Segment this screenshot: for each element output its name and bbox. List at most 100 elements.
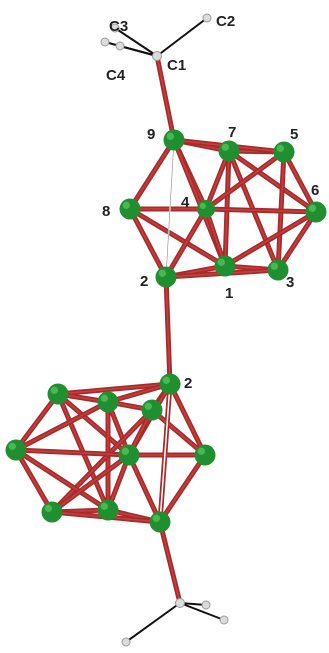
label-b6: 6: [311, 182, 319, 199]
atom-b9-sphere: [163, 129, 185, 151]
bond-b2-b4-shine: [165, 208, 207, 278]
atom-b3: [267, 259, 289, 281]
bond-b7-b6-shine: [228, 150, 317, 213]
label-c1: C1: [167, 57, 186, 74]
bond-lf-li-shine: [159, 454, 206, 523]
atom-b1-sphere: [214, 255, 236, 277]
atom-le-highlight: [121, 447, 129, 456]
atom-l2: [159, 373, 181, 395]
atom-b1: [214, 255, 236, 277]
atom-b9-highlight: [166, 132, 174, 140]
atom-lh-sphere: [97, 499, 119, 521]
bond-b4-b6-shine: [205, 208, 317, 213]
label-c4: C4: [106, 67, 126, 84]
atom-la: [47, 383, 69, 405]
ch-bond-h4b-c1: [104, 41, 158, 57]
bond-lc-lg-shine: [51, 409, 153, 513]
atom-b2-sphere: [155, 266, 177, 288]
labels-layer: C3 C2 C4 C1 9 7 5 6 8 4 2 1 3 2: [102, 13, 319, 392]
label-b2: 2: [140, 273, 148, 290]
bond-le-lg-shine: [51, 454, 130, 513]
atom-lg-highlight: [44, 504, 52, 512]
atom-b2: [155, 266, 177, 288]
atom-c5: [175, 598, 185, 608]
label-c2: C2: [216, 13, 235, 30]
bond-b5-b4-shine: [205, 151, 285, 210]
atom-b5: [273, 141, 295, 163]
atom-b4-highlight: [199, 202, 207, 210]
bond-le-li-shine: [128, 454, 161, 523]
atom-le: [118, 444, 140, 466]
atom-lg-sphere: [41, 501, 63, 523]
atom-b4-sphere: [197, 200, 215, 218]
atoms-layer: [5, 13, 327, 647]
ch-bond-c1-h3: [114, 27, 158, 57]
label-b7: 7: [228, 124, 236, 141]
bond-b2-b8-shine: [129, 208, 167, 278]
atom-ld: [5, 439, 27, 461]
bond-lc-lf-shine: [151, 409, 206, 456]
atom-lb-sphere: [97, 391, 119, 413]
label-b1: 1: [225, 285, 233, 302]
atom-ld-highlight: [8, 442, 16, 451]
ch-bond-c5-h5: [125, 602, 181, 643]
atom-le-sphere: [118, 444, 140, 466]
atom-b5-highlight: [276, 144, 285, 152]
bond-b8-b1-shine: [129, 208, 226, 267]
bond-l2-la-shine: [57, 383, 171, 395]
bond-b6-b3-shine: [277, 211, 317, 271]
atom-b7-highlight: [221, 143, 229, 151]
atom-la-highlight: [50, 386, 58, 395]
label-b4: 4: [181, 194, 190, 211]
label-b3: 3: [286, 274, 294, 291]
bond-la-ld-shine: [15, 393, 59, 451]
atom-lh-highlight: [100, 502, 108, 511]
atom-b6-highlight: [308, 204, 317, 212]
atom-h4b: [100, 37, 110, 47]
label-b5: 5: [290, 126, 298, 143]
bond-ld-le-shine: [15, 449, 130, 456]
atom-lf-highlight: [197, 447, 205, 456]
atom-b4: [197, 200, 215, 218]
bond-l2-li-inner: [159, 383, 171, 523]
atom-b8: [119, 198, 141, 220]
label-c3: C3: [109, 18, 128, 35]
atom-b9: [163, 129, 185, 151]
bond-ld-lg-shine: [15, 449, 53, 513]
bonds-layer: [13, 17, 319, 643]
bond-lb-ld-shine: [15, 401, 109, 451]
atom-li: [149, 511, 171, 533]
atom-c1: [152, 51, 162, 61]
atom-lf-sphere: [194, 444, 216, 466]
atom-b6: [305, 201, 327, 223]
atom-lc-sphere: [141, 399, 163, 421]
atom-b3-highlight: [270, 262, 279, 271]
atom-b7-sphere: [218, 140, 240, 162]
atom-b1-highlight: [217, 258, 225, 267]
atom-l2-sphere: [159, 373, 181, 395]
bond-l2-lb-shine: [107, 383, 171, 403]
ch-bond-c1-h2: [156, 17, 208, 57]
label-b9: 9: [147, 126, 155, 143]
atom-b8-highlight: [122, 201, 130, 209]
atom-li-highlight: [152, 514, 160, 522]
atom-lh: [97, 499, 119, 521]
atom-lg: [41, 501, 63, 523]
atom-b5-sphere: [273, 141, 295, 163]
bond-b9-b2-outline: [165, 139, 175, 278]
label-b2-lower: 2: [184, 375, 192, 392]
bond-c1-b9-shine: [156, 55, 175, 141]
label-b8: 8: [102, 203, 110, 220]
atom-h7: [201, 600, 211, 610]
atom-b6-sphere: [305, 201, 327, 223]
atom-lc-highlight: [144, 402, 152, 411]
bond-li-c5-shine: [159, 521, 181, 604]
atom-h5: [121, 637, 131, 647]
atom-lb-highlight: [100, 394, 108, 403]
atom-ld-sphere: [5, 439, 27, 461]
atom-b7: [218, 140, 240, 162]
atom-lb: [97, 391, 119, 413]
bond-b1-b6-shine: [224, 211, 317, 267]
